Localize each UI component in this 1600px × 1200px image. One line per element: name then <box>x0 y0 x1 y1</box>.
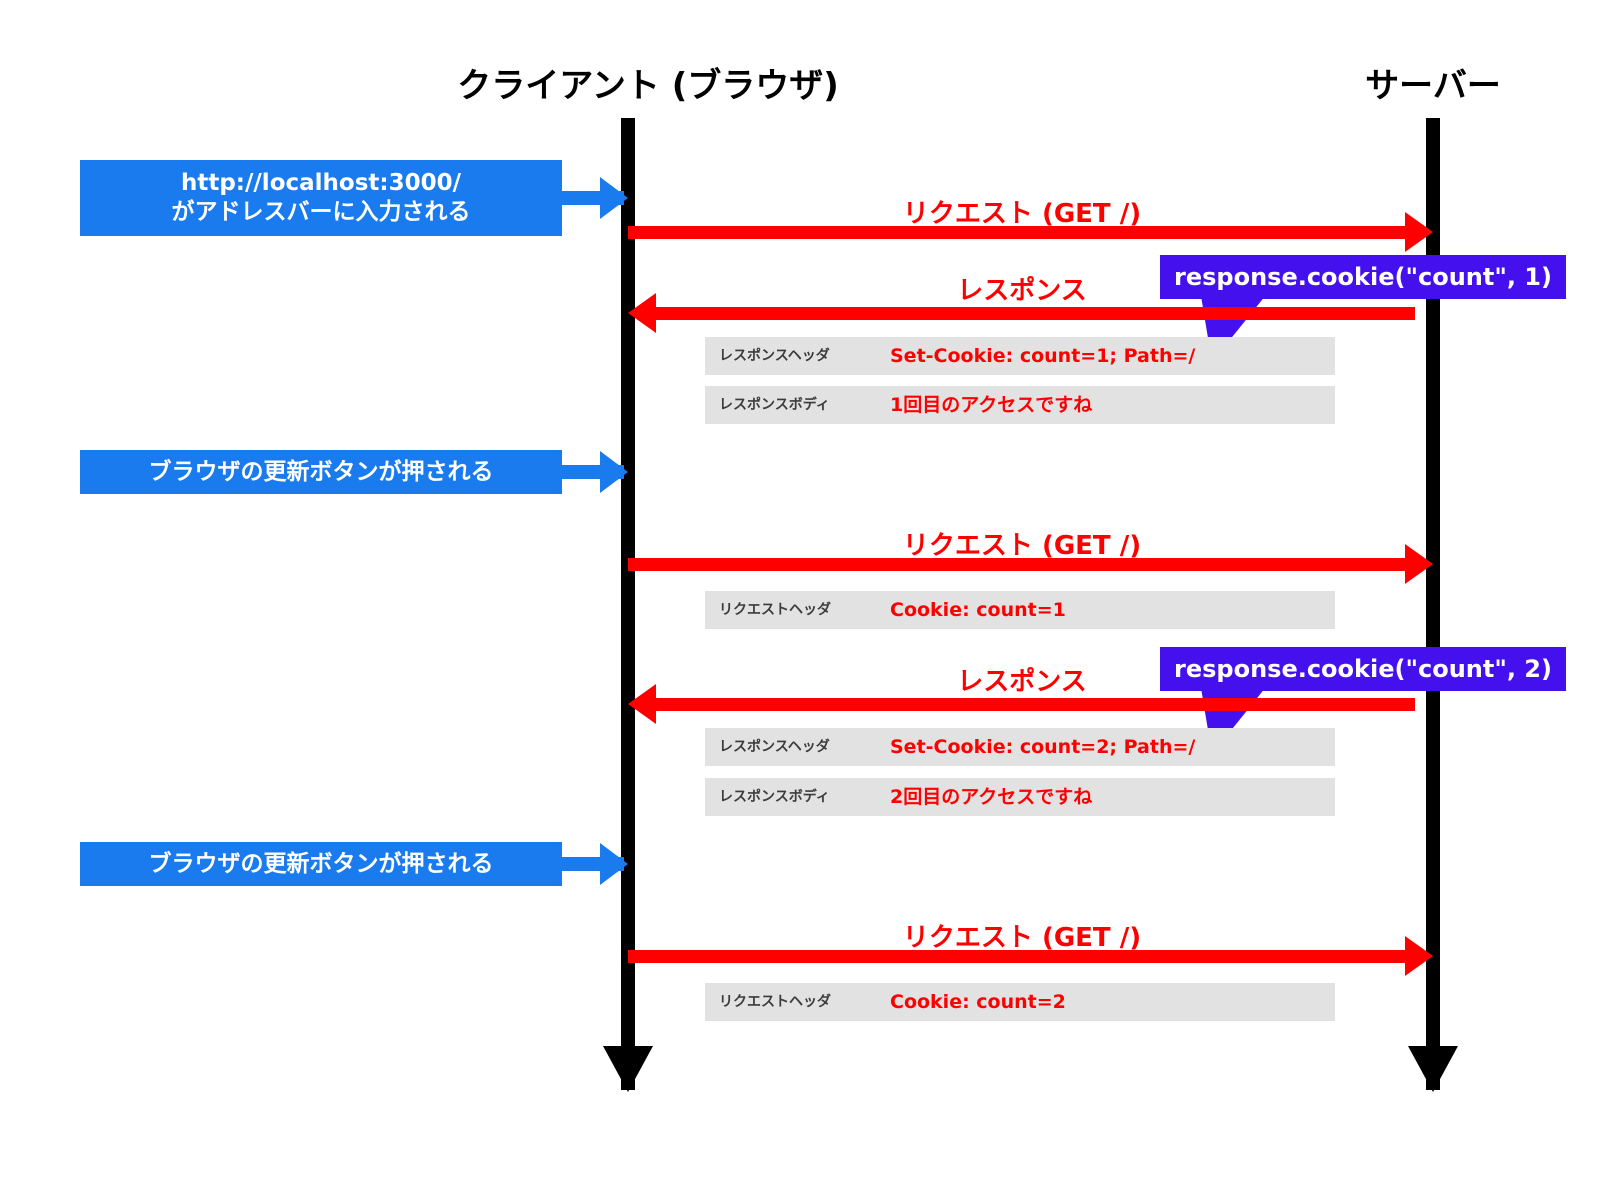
action-box-reload-1-line1: ブラウザの更新ボタンが押される <box>148 458 494 485</box>
actor-label-server: サーバー <box>1365 66 1501 106</box>
message-label-request-2: リクエスト (GET /) <box>902 531 1142 561</box>
table-row: レスポンスヘッダ Set-Cookie: count=2; Path=/ <box>705 728 1335 766</box>
lifeline-server-arrowhead <box>1408 1046 1458 1092</box>
table-row: レスポンスヘッダ Set-Cookie: count=1; Path=/ <box>705 337 1335 375</box>
lifeline-client-arrowhead <box>603 1046 653 1092</box>
action-box-reload-2-line1: ブラウザの更新ボタンが押される <box>148 850 494 877</box>
message-arrowhead-request-1 <box>1405 212 1433 252</box>
message-line-request-3 <box>628 950 1405 963</box>
row-value: Set-Cookie: count=1; Path=/ <box>890 345 1196 367</box>
action-box-url-entered-line2: がアドレスバーに入力される <box>171 199 471 225</box>
callout-response-cookie-2: response.cookie("count", 2) <box>1160 647 1566 691</box>
callout-response-cookie-1: response.cookie("count", 1) <box>1160 255 1566 299</box>
action-box-url-entered: http://localhost:3000/ がアドレスバーに入力される <box>80 160 562 236</box>
message-line-request-1 <box>628 226 1405 239</box>
row-value: 1回目のアクセスですね <box>890 394 1093 416</box>
message-arrowhead-request-2 <box>1405 544 1433 584</box>
message-line-response-1 <box>652 307 1415 320</box>
action-arrow-head-1 <box>600 177 628 219</box>
action-box-reload-2: ブラウザの更新ボタンが押される <box>80 842 562 886</box>
row-value: Cookie: count=2 <box>890 991 1066 1013</box>
message-label-response-2: レスポンス <box>957 667 1087 697</box>
table-row: リクエストヘッダ Cookie: count=1 <box>705 591 1335 629</box>
action-arrow-head-2 <box>600 451 628 493</box>
row-key: レスポンスボディ <box>719 789 830 805</box>
message-label-response-1: レスポンス <box>957 276 1087 306</box>
message-line-request-2 <box>628 558 1405 571</box>
table-row: レスポンスボディ 1回目のアクセスですね <box>705 386 1335 424</box>
table-row: リクエストヘッダ Cookie: count=2 <box>705 983 1335 1021</box>
row-key: レスポンスヘッダ <box>719 739 830 755</box>
action-arrow-head-3 <box>600 843 628 885</box>
message-arrowhead-response-2 <box>628 684 656 724</box>
message-arrowhead-request-3 <box>1405 936 1433 976</box>
action-box-reload-1: ブラウザの更新ボタンが押される <box>80 450 562 494</box>
message-line-response-2 <box>652 698 1415 711</box>
row-value: Cookie: count=1 <box>890 599 1066 621</box>
actor-label-client: クライアント (ブラウザ) <box>457 66 839 106</box>
row-key: レスポンスヘッダ <box>719 348 830 364</box>
row-key: リクエストヘッダ <box>719 994 831 1010</box>
message-label-request-3: リクエスト (GET /) <box>902 923 1142 953</box>
message-arrowhead-response-1 <box>628 293 656 333</box>
action-box-url-entered-line1: http://localhost:3000/ <box>180 170 462 197</box>
message-label-request-1: リクエスト (GET /) <box>902 199 1142 229</box>
table-row: レスポンスボディ 2回目のアクセスですね <box>705 778 1335 816</box>
row-value: 2回目のアクセスですね <box>890 786 1093 808</box>
lifeline-server <box>1426 118 1440 1090</box>
row-key: リクエストヘッダ <box>719 602 831 618</box>
row-key: レスポンスボディ <box>719 397 830 413</box>
lifeline-client <box>621 118 635 1090</box>
row-value: Set-Cookie: count=2; Path=/ <box>890 736 1196 758</box>
